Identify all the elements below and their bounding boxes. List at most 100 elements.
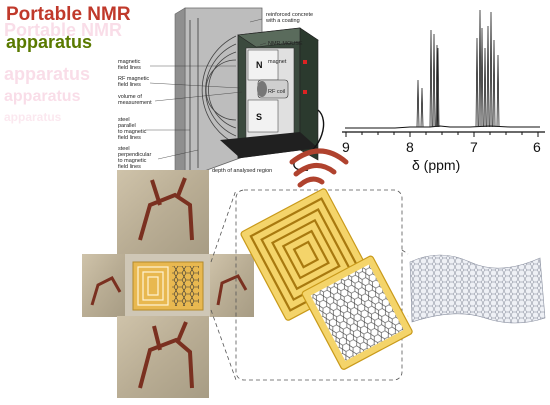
leader-line xyxy=(157,149,199,160)
zoom-line xyxy=(401,249,409,255)
field-line xyxy=(201,35,237,145)
cable xyxy=(293,109,325,171)
horse-figure xyxy=(216,274,248,306)
zoomed-coil-loop xyxy=(292,240,320,269)
zoomed-coil-loop xyxy=(281,229,330,280)
base-plate xyxy=(220,132,318,158)
signal-arc xyxy=(289,148,349,165)
spectrum-peak xyxy=(478,9,482,128)
label-steel-par-4: field lines xyxy=(118,135,141,141)
coil-loop xyxy=(137,266,169,306)
coil-marker xyxy=(303,90,307,94)
magnet-housing xyxy=(237,27,301,159)
fresco-tile-center xyxy=(125,254,211,317)
magnet-marker xyxy=(303,60,307,64)
field-line xyxy=(205,43,237,137)
label-steel-par: steel xyxy=(118,117,130,123)
label-reinforced: reinforced concrete xyxy=(266,12,313,18)
magnet-housing-side xyxy=(299,27,319,161)
ghost-apparatus-text-3: apparatus xyxy=(4,110,62,124)
north-pole xyxy=(247,49,279,81)
signal-arc xyxy=(297,176,325,188)
fresco-tile-right xyxy=(210,254,254,317)
spectrum-peak xyxy=(416,79,420,128)
spectrum-peak xyxy=(429,29,433,128)
leader-line xyxy=(259,42,267,46)
ghost-title-text: Portable NMR xyxy=(4,20,123,40)
x-tick-label-9: 9 xyxy=(342,139,350,155)
title-portable-nmr: Portable NMR xyxy=(6,4,131,25)
magnet-housing-top xyxy=(237,27,319,48)
horse-figure xyxy=(138,177,194,241)
label-steel-perp-2: perpendicular xyxy=(118,152,151,158)
label-steel-perp-3: to magnetic xyxy=(118,158,147,164)
zoomed-graphene-lattice xyxy=(310,264,404,361)
label-rf-coil: RF coil xyxy=(268,89,285,95)
field-line xyxy=(205,59,237,121)
zoomed-coil-loop xyxy=(249,197,363,312)
spectrum-baseline xyxy=(345,125,540,129)
zoom-line xyxy=(401,315,409,321)
label-magnet: magnet xyxy=(268,59,287,65)
zoomed-graphene-substrate xyxy=(301,255,413,370)
spectrum-peak xyxy=(432,33,436,128)
spectrum-peak xyxy=(486,25,490,128)
label-volume: volume of xyxy=(118,94,142,100)
label-magnetic-2: field lines xyxy=(118,65,141,71)
label-steel-perp-4: field lines xyxy=(118,164,141,170)
fresco-tile-bottom xyxy=(117,316,209,398)
title-apparatus: apparatus xyxy=(6,32,93,52)
fresco-tile-top xyxy=(117,170,209,255)
ghost-apparatus-text: apparatus xyxy=(4,64,91,84)
graphene-sheet xyxy=(409,254,546,324)
pole-s-label: S xyxy=(256,112,262,122)
ghost-apparatus-text-2: apparatus xyxy=(4,88,81,105)
spectrum-peak xyxy=(435,44,439,128)
graphene-sheet-lattice xyxy=(410,255,545,323)
label-rf-2: field lines xyxy=(118,82,141,88)
zoom-frame xyxy=(235,189,403,381)
label-nmr-mouse: NMR-MOUSE xyxy=(268,41,303,47)
spectrum-peak xyxy=(480,27,484,128)
rf-coil xyxy=(257,79,289,99)
label-depth: depth of analysed region xyxy=(212,168,272,174)
leader-line xyxy=(149,82,241,89)
zoomed-coil-loop xyxy=(260,207,352,302)
spectrum-peak xyxy=(492,39,496,128)
concrete-wall xyxy=(184,7,263,179)
spectrum-peak xyxy=(420,87,424,128)
sensor-chip xyxy=(132,261,204,311)
magnet-cavity xyxy=(245,47,295,141)
field-line xyxy=(208,51,237,129)
label-steel-par-2: parallel xyxy=(118,123,136,129)
pole-n-label: N xyxy=(256,60,263,70)
signal-arc xyxy=(293,163,337,177)
label-volume-2: measurement xyxy=(118,100,152,106)
x-axis-label: δ (ppm) xyxy=(412,157,460,173)
wall-edge xyxy=(174,7,186,183)
fresco-tile-left xyxy=(82,254,126,317)
spectrum-peak xyxy=(496,54,500,128)
spectrum-peak xyxy=(489,11,493,128)
zoom-line xyxy=(210,189,237,263)
label-steel-perp: steel xyxy=(118,146,130,152)
label-reinforced-2: with a coating xyxy=(265,18,300,24)
coil-loop xyxy=(142,271,164,301)
south-pole xyxy=(247,99,279,133)
horse-figure xyxy=(90,276,122,306)
rf-coil-end xyxy=(257,81,267,97)
spectrum-peak xyxy=(475,37,479,128)
graphene-patch xyxy=(172,266,199,306)
horse-figure xyxy=(138,321,194,389)
x-tick-label-7: 7 xyxy=(470,139,478,155)
zoomed-graphene-backing xyxy=(310,264,404,361)
spectrum-peak xyxy=(483,47,487,128)
label-magnetic: magnetic xyxy=(118,59,141,65)
zoomed-sensor-substrate xyxy=(240,188,372,321)
label-steel-par-3: to magnetic xyxy=(118,129,147,135)
label-rf: RF magnetic xyxy=(118,76,149,82)
coil-loop xyxy=(147,276,159,296)
